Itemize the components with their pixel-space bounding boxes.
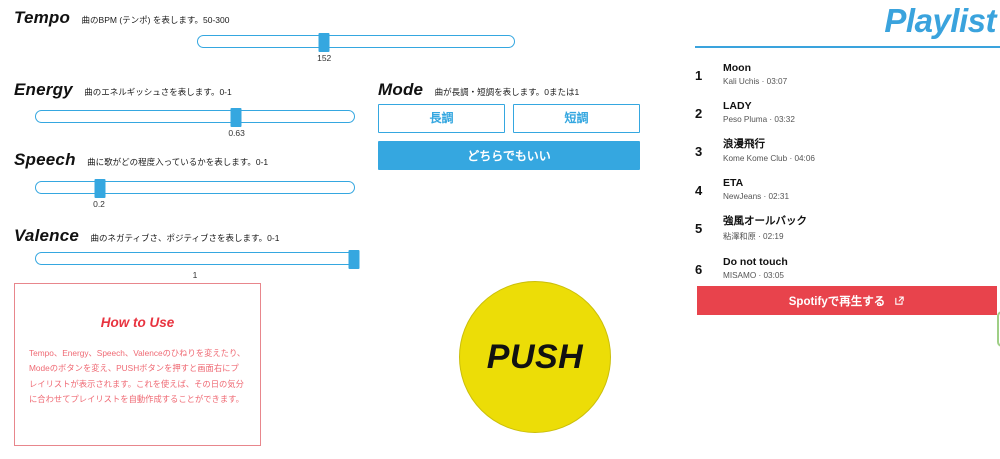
param-description-mode: 曲が長調・短調を表します。0または1 (434, 87, 580, 97)
track-meta: Peso Pluma · 03:32 (723, 115, 795, 125)
list-item[interactable]: 6 Do not touch MISAMO · 03:05 (695, 255, 1000, 280)
param-title-energy: Energy (14, 80, 73, 99)
slider-thumb-energy[interactable] (230, 108, 242, 127)
track-meta: NewJeans · 02:31 (723, 191, 789, 201)
track-number: 3 (695, 144, 703, 160)
param-description-valence: 曲のネガティブさ、ポジティブさを表します。0-1 (90, 233, 280, 243)
list-item[interactable]: 1 Moon Kali Uchis · 03:07 (695, 61, 1000, 86)
track-title: ETA (723, 176, 744, 189)
track-info: 浪漫飛行 Kome Kome Club · 04:06 (723, 137, 1000, 162)
track-info: 強風オールバック 粘澤和原 · 02:19 (723, 214, 1000, 242)
playlist-panel: Playlist 1 Moon Kali Uchis · 03:07 2 LAD… (695, 0, 1000, 459)
param-header-energy: Energy 曲のエネルギッシュさを表します。0-1 (14, 80, 232, 100)
track-title: Do not touch (723, 255, 788, 268)
playlist-title: Playlist (884, 2, 996, 39)
track-info: Do not touch MISAMO · 03:05 (723, 255, 1000, 280)
external-link-icon (894, 295, 905, 306)
track-title: LADY (723, 100, 752, 113)
track-number: 6 (695, 261, 703, 277)
slider-value-energy: 0.63 (228, 128, 245, 138)
param-description-speech: 曲に歌がどの程度入っているかを表します。0-1 (87, 157, 269, 167)
track-number: 1 (695, 68, 703, 83)
mode-button-minor[interactable]: 短調 (513, 104, 640, 133)
param-header-speech: Speech 曲に歌がどの程度入っているかを表します。0-1 (14, 150, 268, 170)
track-title: Moon (723, 62, 751, 74)
mode-row: 長調 短調 (378, 104, 640, 133)
slider-value-valence: 1 (192, 270, 198, 280)
slider-thumb-valence[interactable] (348, 250, 360, 269)
slider-track-speech[interactable] (35, 179, 355, 198)
slider-track-energy[interactable] (35, 108, 355, 127)
list-item[interactable]: 3 浪漫飛行 Kome Kome Club · 04:06 (695, 137, 1000, 162)
list-item[interactable]: 5 強風オールバック 粘澤和原 · 02:19 (695, 214, 1000, 242)
slider-thumb-speech[interactable] (94, 179, 106, 198)
playlist-track-list: 1 Moon Kali Uchis · 03:07 2 LADY Peso Pl… (695, 61, 1000, 280)
spotify-play-button[interactable]: Spotifyで再生する (697, 286, 997, 315)
param-description-tempo: 曲のBPM (テンポ) を表します。50-300 (81, 15, 230, 25)
track-meta: Kali Uchis · 03:07 (723, 77, 788, 87)
track-info: LADY Peso Pluma · 03:32 (723, 99, 1000, 124)
param-title-tempo: Tempo (14, 8, 71, 27)
mode-button-group: 長調 短調 どちらでもいい (378, 80, 640, 170)
slider-value-speech: 0.2 (93, 199, 105, 209)
playlist-divider (695, 46, 1000, 48)
param-title-valence: Valence (14, 226, 80, 245)
track-number: 4 (695, 182, 703, 198)
track-info: ETA NewJeans · 02:31 (723, 176, 1000, 201)
spotify-play-label: Spotifyで再生する (788, 295, 886, 308)
slider-speech[interactable]: 0.2 (35, 179, 355, 209)
slider-track-tempo[interactable] (197, 33, 515, 52)
mode-button-major[interactable]: 長調 (378, 104, 505, 133)
param-header-tempo: Tempo 曲のBPM (テンポ) を表します。50-300 (14, 8, 229, 28)
param-description-energy: 曲のエネルギッシュさを表します。0-1 (84, 87, 232, 97)
track-number: 2 (695, 106, 703, 122)
slider-thumb-tempo[interactable] (318, 33, 330, 52)
how-to-use-title: How to Use (100, 315, 175, 330)
slider-valence[interactable]: 1 (35, 250, 360, 280)
track-number: 5 (695, 220, 703, 236)
param-title-mode: Mode (378, 80, 424, 99)
track-title: 強風オールバック (723, 214, 807, 227)
mode-button-either[interactable]: どちらでもいい (378, 141, 640, 170)
list-item[interactable]: 4 ETA NewJeans · 02:31 (695, 176, 1000, 201)
how-to-use-panel: How to Use Tempo、Energy、Speech、Valenceのひ… (14, 283, 261, 446)
green-edge-widget[interactable] (997, 311, 1000, 347)
param-title-speech: Speech (14, 150, 76, 169)
track-meta: 粘澤和原 · 02:19 (723, 231, 784, 241)
how-to-use-body: Tempo、Energy、Speech、Valenceのひねりを変えたり、Mod… (29, 348, 246, 405)
slider-track-valence[interactable] (35, 250, 360, 269)
track-info: Moon Kali Uchis · 03:07 (723, 61, 1000, 86)
track-meta: Kome Kome Club · 04:06 (723, 153, 815, 163)
param-header-valence: Valence 曲のネガティブさ、ポジティブさを表します。0-1 (14, 226, 279, 246)
param-header-mode: Mode 曲が長調・短調を表します。0または1 (378, 80, 579, 100)
slider-energy[interactable]: 0.63 (35, 108, 355, 138)
track-meta: MISAMO · 03:05 (723, 271, 784, 281)
controls-panel: Tempo 曲のBPM (テンポ) を表します。50-300 152 Energ… (14, 8, 640, 446)
slider-tempo[interactable]: 152 (197, 33, 515, 63)
push-button-label: PUSH (486, 337, 584, 376)
push-button[interactable]: PUSH (459, 281, 611, 433)
slider-value-tempo: 152 (317, 53, 332, 63)
track-title: 浪漫飛行 (723, 138, 765, 151)
list-item[interactable]: 2 LADY Peso Pluma · 03:32 (695, 99, 1000, 124)
